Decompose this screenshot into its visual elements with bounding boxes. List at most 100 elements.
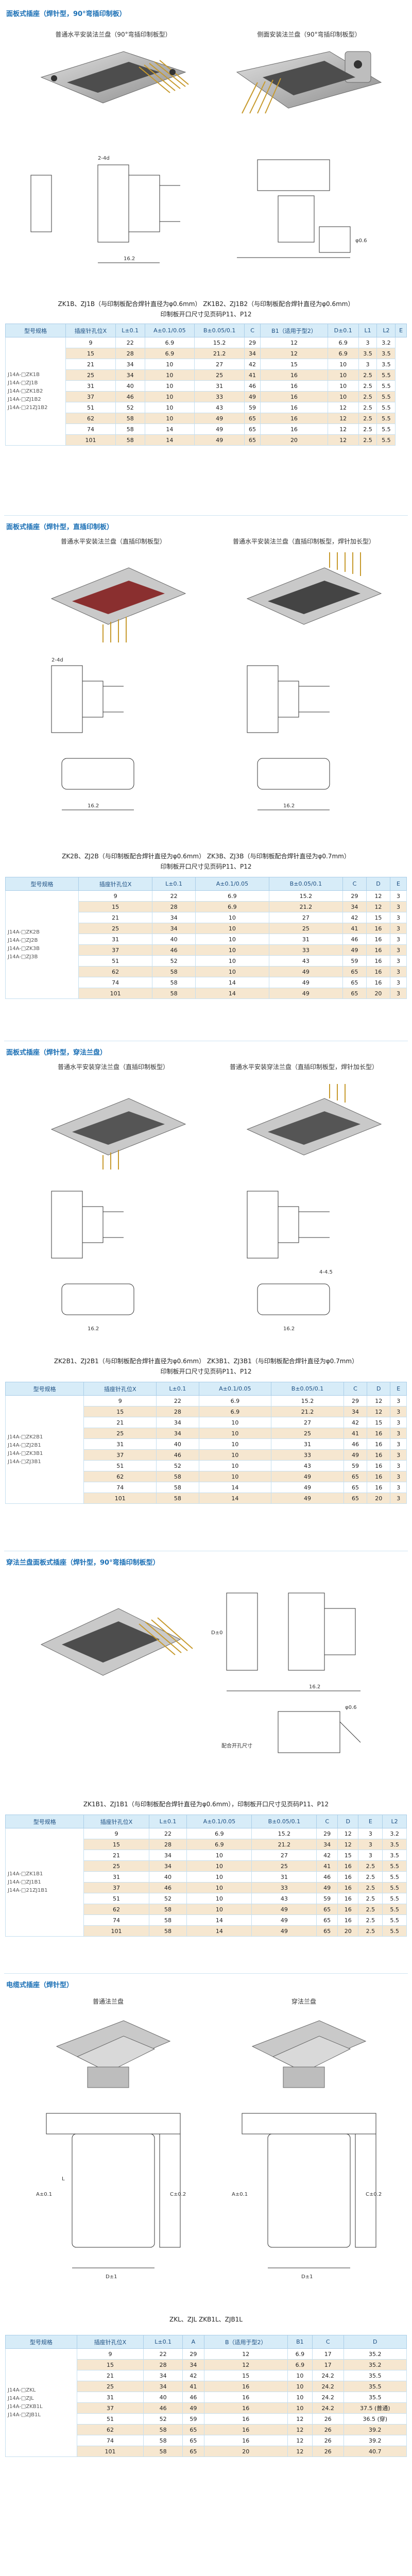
- table-cell: 37.5 (普通): [343, 2402, 407, 2414]
- table-cell: 3.2: [382, 1828, 407, 1839]
- column-header: B1（适用于型2）: [260, 324, 328, 337]
- table-cell: 15.2: [251, 1828, 317, 1839]
- table-cell: 16: [260, 380, 328, 392]
- model-code: J14A-□ZKL: [8, 2387, 36, 2393]
- table-cell: 14: [144, 434, 195, 446]
- column-header: E: [395, 324, 407, 337]
- table-cell: 43: [271, 1460, 344, 1471]
- dim-d: D±1: [301, 2274, 313, 2280]
- table-cell: 16: [337, 1904, 359, 1915]
- column-header: B（适用于型2）: [203, 2335, 288, 2349]
- table-cell: 5.5: [382, 1925, 407, 1937]
- table-cell: 41: [182, 2381, 204, 2392]
- section-title: 穿法兰盘面板式插座（焊针型，90°弯插印制板型）: [6, 1559, 160, 1567]
- subcaption-left: 普通水平安装法兰盘（直插印制板型）: [60, 538, 166, 545]
- table-cell: 41: [316, 1860, 338, 1872]
- table-cell: 16: [260, 369, 328, 381]
- table-cell: 3: [390, 1449, 407, 1461]
- table-cell: 36.5 (穿): [343, 2413, 407, 2425]
- table-cell: 51: [78, 955, 153, 967]
- table-cell: 3.5: [358, 348, 377, 359]
- table-cell: 3: [389, 944, 407, 956]
- table-cell: 37: [83, 1882, 149, 1893]
- table-cell: 31: [78, 934, 153, 945]
- table-cell: 16: [203, 2402, 288, 2414]
- section-through-flange-90deg: 穿法兰盘面板式插座（焊针型，90°弯插印制板型） D±0 16.2 φ0.6 配…: [0, 1557, 412, 2072]
- table-cell: 29: [244, 337, 261, 348]
- table-cell: 17: [312, 2348, 344, 2360]
- table-cell: 29: [342, 890, 367, 902]
- table-cell: 20: [260, 434, 328, 446]
- section-cable: 电缆式插座（焊针型） 普通法兰盘 穿法兰盘 A±0.1 L C±0.2 D±1 …: [0, 1979, 412, 2572]
- table-cell: 31: [268, 934, 343, 945]
- column-header: E: [390, 1382, 407, 1396]
- table-cell: 46: [152, 944, 196, 956]
- table-cell: 65: [182, 2446, 204, 2457]
- table-cell: 22: [156, 1395, 199, 1406]
- table-cell: 5.5: [382, 1860, 407, 1872]
- table-cell: 101: [83, 1925, 149, 1937]
- table-cell: 65: [244, 413, 261, 424]
- table-cell: 58: [143, 2424, 183, 2435]
- model-code: J14A-□ZJB1L: [8, 2412, 41, 2418]
- table-cell: 46: [115, 391, 145, 402]
- table-cell: 43: [194, 402, 245, 413]
- table-cell: 3: [389, 955, 407, 967]
- column-header: A±0.1/0.05: [144, 324, 195, 337]
- table-cell: 10: [327, 391, 359, 402]
- caption-note: 印制板开口尺寸见页码P11、P12: [160, 311, 252, 318]
- column-header: L±0.1: [156, 1382, 199, 1396]
- subcaption-left: 普通法兰盘: [92, 1998, 124, 2005]
- column-header: D: [343, 2335, 407, 2349]
- table-cell: 10: [144, 413, 195, 424]
- table-cell: 28: [148, 1839, 187, 1850]
- table-cell: 3: [358, 359, 377, 370]
- table-cell: 10: [195, 966, 269, 977]
- table-cell: 22: [143, 2348, 183, 2360]
- table-cell: 46: [143, 2402, 183, 2414]
- cable-connector-photo-right: [251, 2020, 367, 2088]
- subcaption-right: 普通水平安装穿法兰盘（直插印制板型，焊针加长型）: [229, 1063, 378, 1071]
- table-cell: 20: [366, 988, 390, 999]
- table-cell: 58: [115, 434, 145, 446]
- connector-photo-right: [246, 1084, 382, 1156]
- table-cell: 3: [390, 1438, 407, 1450]
- panel-cutout-label: 配合开孔尺寸: [221, 1742, 252, 1749]
- table-cell: 22: [148, 1828, 187, 1839]
- column-header: E: [358, 1815, 383, 1828]
- table-cell: 10: [327, 369, 359, 381]
- table-cell: 34: [115, 369, 145, 381]
- table-cell: 3: [389, 966, 407, 977]
- table-cell: 34: [148, 1850, 187, 1861]
- dim-16-2: 16.2: [124, 256, 135, 262]
- table-cell: 59: [316, 1893, 338, 1904]
- table-cell: 21: [83, 1850, 149, 1861]
- table-cell: 33: [268, 944, 343, 956]
- table-cell: 20: [367, 1493, 391, 1504]
- table-cell: 46: [148, 1882, 187, 1893]
- table-cell: 5.5: [376, 402, 396, 413]
- table-cell: 14: [195, 977, 269, 988]
- table-cell: 14: [144, 423, 195, 435]
- table-cell: 15: [83, 1406, 157, 1417]
- table-cell: 41: [244, 369, 261, 381]
- table-cell: 10: [186, 1850, 252, 1861]
- table-cell: 10: [198, 1460, 272, 1471]
- table-cell: 10: [195, 955, 269, 967]
- table-cell: 58: [115, 413, 145, 424]
- table-cell: 40.7: [343, 2446, 407, 2457]
- table-cell: 16: [203, 2392, 288, 2403]
